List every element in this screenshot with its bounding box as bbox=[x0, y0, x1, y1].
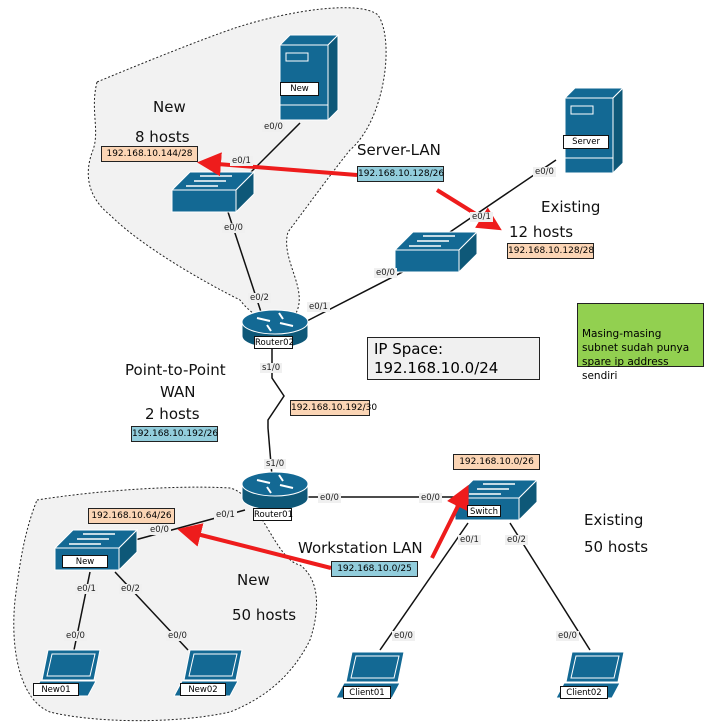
router02-label: Router02 bbox=[254, 336, 294, 349]
switch-new-label: New bbox=[62, 555, 108, 568]
server-new-icon bbox=[278, 33, 340, 122]
laptop-client01-label: Client01 bbox=[343, 686, 391, 699]
ip-space-title: IP Space: bbox=[374, 340, 444, 358]
top-new-label: New bbox=[153, 98, 186, 116]
p2p-label-2: WAN bbox=[160, 383, 196, 401]
port-label: e0/0 bbox=[374, 268, 397, 278]
port-label: s1/0 bbox=[264, 459, 287, 469]
server-new-label: New bbox=[280, 82, 319, 96]
arrow-wslan-to-new bbox=[177, 523, 332, 570]
subnet-top-new: 192.168.10.144/28 bbox=[101, 146, 198, 162]
port-label: e0/0 bbox=[556, 631, 579, 641]
subnet-workstation-lan: 192.168.10.0/25 bbox=[331, 561, 418, 577]
link-switch-client01 bbox=[379, 522, 469, 651]
port-label: e0/1 bbox=[214, 510, 237, 520]
switch-top-new-icon bbox=[170, 170, 256, 214]
arrow-wslan-to-existing bbox=[430, 484, 469, 559]
port-label: e0/2 bbox=[248, 293, 271, 303]
port-label: e0/0 bbox=[392, 631, 415, 641]
port-label: e0/1 bbox=[307, 302, 330, 312]
laptop-client02-label: Client02 bbox=[560, 686, 608, 699]
subnet-p2p-plan: 192.168.10.192/26 bbox=[131, 426, 218, 442]
port-label: e0/1 bbox=[75, 584, 98, 594]
switch-existing-icon bbox=[393, 230, 479, 274]
link-router02-switch2 bbox=[304, 262, 421, 323]
bottom-hosts-label: 50 hosts bbox=[232, 606, 297, 624]
port-label: e0/1 bbox=[458, 535, 481, 545]
port-label: e0/0 bbox=[262, 122, 285, 132]
server-existing-label: Server bbox=[563, 135, 609, 149]
workstation-lan-label: Workstation LAN bbox=[298, 539, 423, 557]
port-label: e0/0 bbox=[148, 525, 171, 535]
top-hosts-label: 8 hosts bbox=[135, 128, 190, 146]
router01-icon bbox=[241, 471, 309, 511]
ip-space-value: 192.168.10.0/24 bbox=[374, 359, 499, 377]
server-lan-label: Server-LAN bbox=[357, 141, 441, 159]
switch-new-icon bbox=[53, 528, 139, 572]
router01-label: Router01 bbox=[253, 508, 293, 521]
p2p-label-1: Point-to-Point bbox=[125, 361, 226, 379]
subnet-server-lan: 192.168.10.128/26 bbox=[357, 166, 444, 182]
subnet-existing-server: 192.168.10.128/28 bbox=[507, 243, 594, 259]
port-label: e0/0 bbox=[533, 167, 556, 177]
ws-existing-label: Existing bbox=[584, 511, 644, 529]
port-label: e0/0 bbox=[64, 631, 87, 641]
switch-label: Switch bbox=[467, 505, 501, 517]
port-label: e0/2 bbox=[119, 584, 142, 594]
port-label: e0/1 bbox=[470, 212, 493, 222]
port-label: e0/0 bbox=[318, 493, 341, 503]
existing-hosts-label: 12 hosts bbox=[509, 223, 574, 241]
port-label: s1/0 bbox=[260, 363, 283, 373]
ip-space-box: IP Space: 192.168.10.0/24 bbox=[367, 337, 540, 380]
p2p-hosts-label: 2 hosts bbox=[145, 405, 200, 423]
laptop-new01-label: New01 bbox=[33, 683, 79, 696]
port-label: e0/0 bbox=[166, 631, 189, 641]
port-label: e0/1 bbox=[230, 156, 253, 166]
port-label: e0/2 bbox=[505, 535, 528, 545]
bottom-new-label: New bbox=[237, 571, 270, 589]
ws-existing-hosts-label: 50 hosts bbox=[584, 538, 649, 556]
subnet-p2p: 192.168.10.192/30 bbox=[290, 400, 377, 416]
note-box: Masing-masing subnet sudah punya spare i… bbox=[577, 303, 704, 382]
laptop-new02-label: New02 bbox=[180, 683, 226, 696]
port-label: e0/0 bbox=[419, 493, 442, 503]
subnet-ws-existing: 192.168.10.0/26 bbox=[453, 454, 540, 470]
port-label: e0/0 bbox=[222, 223, 245, 233]
server-existing-icon bbox=[563, 86, 625, 175]
subnet-bottom-new: 192.168.10.64/26 bbox=[88, 508, 175, 524]
existing-server-label: Existing bbox=[541, 198, 601, 216]
